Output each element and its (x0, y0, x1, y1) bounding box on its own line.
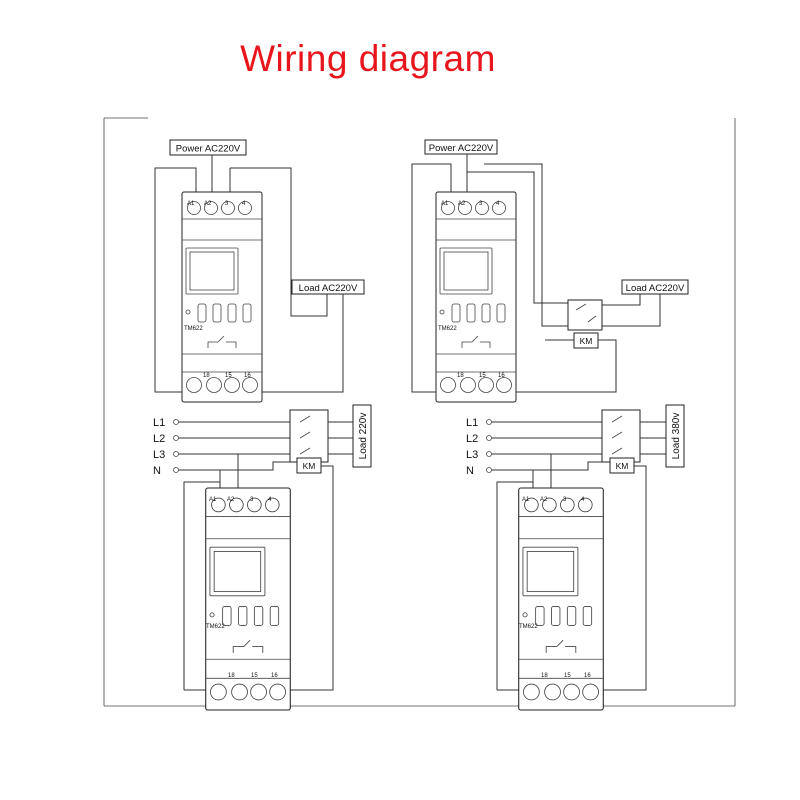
load-label: Load 380v (671, 413, 682, 460)
contactor-switch (289, 409, 329, 463)
load-label: Load AC220V (299, 283, 358, 294)
terminal-3: 3 (225, 201, 229, 207)
terminal-18: 18 (457, 373, 464, 379)
model-label: TM622 (206, 624, 225, 630)
terminal-4: 4 (268, 497, 272, 503)
terminal-15: 15 (564, 673, 571, 679)
timer-device (181, 191, 263, 403)
panel-single-load: Power AC220V Load AC220V A1 A2 3 4 TM622… (154, 139, 365, 403)
terminal-a2: A2 (540, 497, 548, 503)
phase-l2-label: L2 (466, 433, 478, 445)
panel-three-phase-220: L1 L2 L3 N KM Load 220v A1 A2 3 4 TM622 … (153, 404, 372, 711)
terminal-16: 16 (584, 673, 591, 679)
terminal-a2: A2 (227, 497, 235, 503)
timer-device (435, 191, 517, 403)
phase-l2-label: L2 (153, 433, 165, 445)
terminal-3: 3 (479, 201, 483, 207)
terminal-4: 4 (581, 497, 585, 503)
terminal-16: 16 (244, 373, 251, 379)
terminal-16: 16 (498, 373, 505, 379)
load-label-box (352, 404, 372, 468)
phase-l1-label: L1 (466, 417, 478, 429)
panel-contactor-load: Power AC220V KM Load AC220V A1 A2 3 4 TM… (411, 139, 689, 403)
load-label-box (291, 279, 365, 295)
power-label: Power AC220V (429, 143, 494, 154)
terminal-a1: A1 (522, 497, 530, 503)
terminal-15: 15 (479, 373, 486, 379)
contactor-label: KM (303, 461, 316, 471)
model-label: TM622 (438, 326, 457, 332)
terminal-18: 18 (203, 373, 210, 379)
terminal-a1: A1 (187, 201, 195, 207)
contactor-label: KM (580, 336, 593, 346)
load-label: Load AC220V (626, 283, 685, 294)
load-label: Load 220v (358, 413, 369, 460)
terminal-4: 4 (496, 201, 500, 207)
terminal-15: 15 (251, 673, 258, 679)
power-label-box (424, 139, 498, 155)
terminal-3: 3 (250, 497, 254, 503)
contactor-switch (567, 299, 603, 331)
model-label: TM622 (184, 326, 203, 332)
phase-l3-label: L3 (466, 449, 478, 461)
terminal-a1: A1 (441, 201, 449, 207)
contactor-label: KM (616, 461, 629, 471)
phase-l1-label: L1 (153, 417, 165, 429)
terminal-a2: A2 (204, 201, 212, 207)
panel-three-phase-380: L1 L2 L3 N KM Load 380v A1 A2 3 4 TM622 … (466, 404, 685, 711)
terminal-4: 4 (242, 201, 246, 207)
terminal-18: 18 (541, 673, 548, 679)
contactor-switch (601, 409, 641, 463)
power-label-box (169, 139, 247, 156)
terminal-18: 18 (228, 673, 235, 679)
power-label: Power AC220V (176, 144, 241, 155)
page-title: Wiring diagram (240, 38, 496, 79)
phase-l3-label: L3 (153, 449, 165, 461)
neutral-label: N (466, 465, 474, 477)
model-label: TM622 (519, 624, 538, 630)
terminal-15: 15 (225, 373, 232, 379)
terminal-a1: A1 (209, 497, 217, 503)
terminal-a2: A2 (458, 201, 466, 207)
load-label-box (665, 404, 685, 468)
neutral-label: N (153, 465, 161, 477)
load-label-box (621, 279, 689, 295)
terminal-16: 16 (271, 673, 278, 679)
terminal-3: 3 (563, 497, 567, 503)
